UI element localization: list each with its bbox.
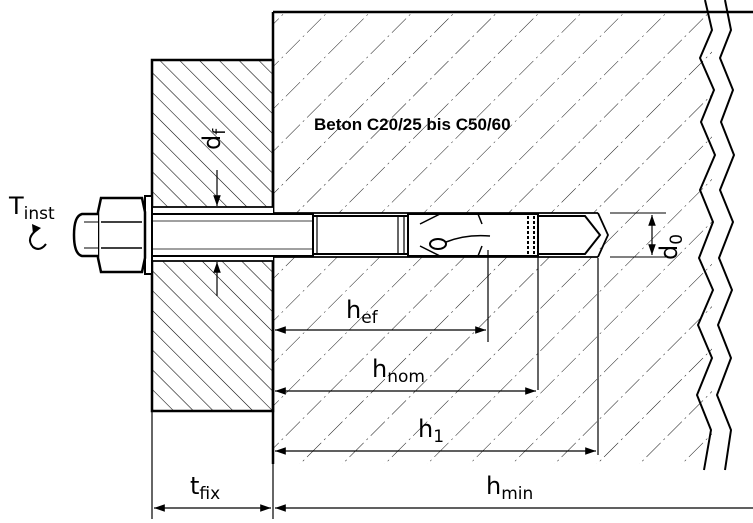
nut-and-washer [72,195,153,275]
drill-depth-label: h1 [418,415,445,447]
break-line-left [695,0,717,471]
material-label: Beton C20/25 bis C50/60 [314,115,511,134]
drill-diameter-label: d0 [655,233,687,260]
torque-label: Tinst [9,192,55,224]
anchor-bolt [144,213,602,257]
nominal-depth-label: hnom [372,355,425,387]
break-line-right [715,0,736,471]
fixture-hole-diameter-label: df [198,128,230,150]
torque-arrow-icon [28,228,47,250]
minimum-member-thickness-label: hmin [486,472,534,504]
effective-depth-label: hef [346,296,378,328]
fixture-thickness-label: tfix [190,472,221,504]
